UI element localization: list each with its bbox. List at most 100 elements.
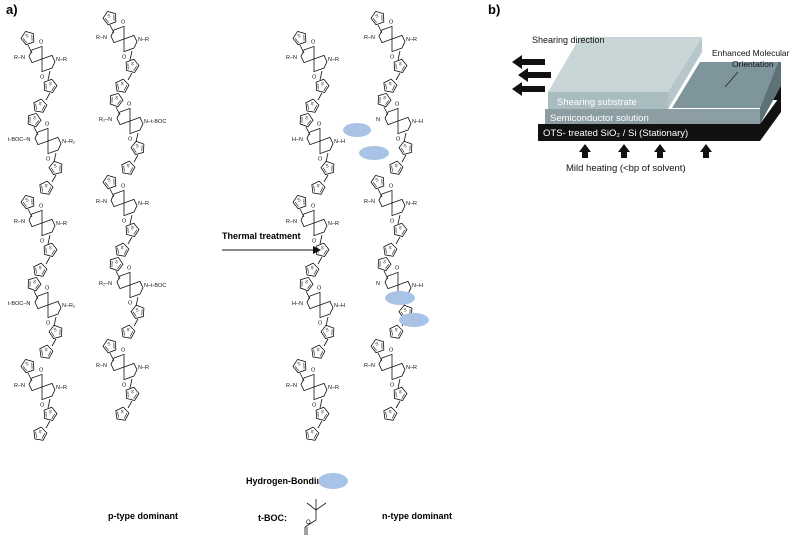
ring-outline [115,242,130,257]
double-bond [117,263,122,269]
double-bond [41,433,46,439]
n-substituent: R–N [286,383,297,389]
double-bond [31,198,33,205]
shearing-substrate-top [548,37,702,92]
double-bond [22,37,27,43]
thiophene-ring: S [393,222,408,237]
ring-outline [33,262,48,277]
thiophene-ring: S [370,338,385,354]
double-bond [45,411,47,418]
double-bond [323,249,328,255]
ring-outline [115,78,130,93]
carbonyl-oxygen: O [40,403,45,409]
double-bond [133,393,138,399]
double-bond [323,85,328,91]
carbonyl-oxygen: O [390,55,395,61]
n-substituent: R₂–N [99,281,112,287]
double-bond [391,329,393,336]
left-arrow [518,68,551,82]
thiophene-ring: S [305,426,320,441]
sulfur-label: S [44,183,48,188]
n-substituent: N–R [56,221,67,227]
ring-outline [311,344,326,359]
sulfur-label: S [398,61,402,67]
panel-a-label: a) [6,2,18,17]
carbonyl-oxygen: O [311,39,316,45]
double-bond [301,280,303,287]
lactam-ring [41,54,56,73]
thiophene-ring: S [393,58,408,73]
double-bond [111,260,113,267]
up-arrow [700,144,712,158]
double-bond [409,145,411,152]
n-substituent: N–t-BOC [144,119,166,125]
up-arrow [654,144,666,158]
double-bond [303,34,305,41]
ring-outline [27,276,42,292]
left-arrow [512,82,545,96]
sulfur-label: S [32,279,37,285]
double-bond [41,185,43,192]
double-bond [331,329,333,336]
sulfur-label: S [375,13,380,19]
lactam-ring [391,362,406,381]
double-bond [123,85,128,91]
sulfur-label: S [25,361,30,367]
double-bond [29,116,31,123]
sulfur-label: S [25,33,30,39]
lactam-ring [123,362,138,381]
double-bond [41,349,43,356]
bond [51,338,57,347]
thiophene-ring: S [315,406,330,421]
bond [127,72,133,81]
thiophene-ring: S [370,174,385,190]
carbonyl-oxygen: O [122,55,127,61]
double-bond [50,167,55,173]
ring-outline [305,262,320,277]
lactam-ring [129,280,144,299]
double-bond [372,345,377,351]
lactam-ring [300,373,315,392]
ring-outline [102,174,117,190]
thiophene-ring: S [292,194,307,210]
sulfur-label: S [304,115,309,121]
n-substituent: R–N [364,35,375,41]
sulfur-label: S [388,245,392,250]
double-bond [104,181,109,187]
sulfur-label: S [320,245,324,251]
ring-outline [377,92,392,108]
sulfur-label: S [48,409,52,415]
bond [319,398,323,409]
double-bond [294,365,299,371]
lactam-ring [397,116,412,135]
thiophene-ring: S [102,338,117,354]
n-substituent: R–N [96,35,107,41]
lactam-ring [306,127,321,146]
lactam-ring [123,34,138,53]
thiophene-ring: S [121,160,136,175]
double-bond [117,99,122,105]
double-bond [132,311,137,317]
bond [127,400,133,409]
thiophene-ring: S [389,324,404,339]
thiophene-ring: S [320,160,335,175]
sulfur-label: S [398,225,402,231]
ring-outline [20,358,35,374]
sulfur-label: S [394,327,398,332]
sulfur-label: S [130,389,134,395]
ring-outline [125,386,140,401]
hbond-ellipse [385,291,415,305]
sulfur-label: S [107,341,112,347]
lactam-ring [41,218,56,237]
double-bond [31,362,33,369]
sulfur-label: S [297,361,302,367]
shearing-direction-label: Shearing direction [532,35,605,45]
thiophene-ring: S [299,276,314,292]
hydrogen-bond-markers [343,123,429,327]
thiophene-ring: S [292,30,307,46]
n-type-caption: n-type dominant [382,511,452,521]
